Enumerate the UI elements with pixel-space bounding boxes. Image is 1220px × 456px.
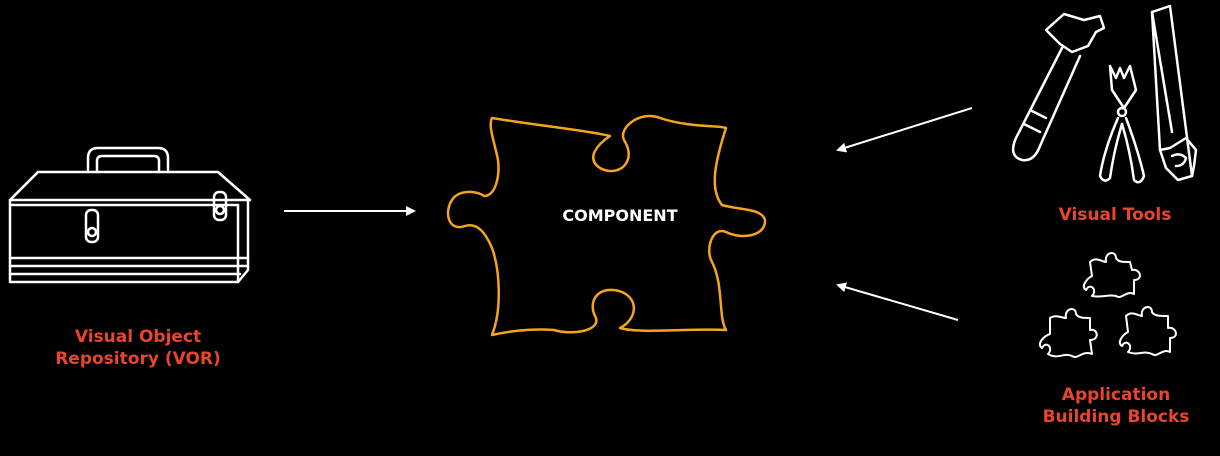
arrow-visual-tools-to-component [836,107,973,153]
visual-tools-label: Visual Tools [1058,205,1172,225]
building-blocks-label-line-2: Building Blocks [1042,407,1190,427]
vor-label-line-1: Visual Object [74,327,202,347]
component-puzzle-piece [446,114,767,337]
puzzle-pieces-icon [1038,252,1177,358]
hand-tools-icon [1011,4,1198,184]
toolbox-icon [8,146,252,284]
vor-label-line-2: Repository (VOR) [55,349,221,369]
building-blocks-label-line-1: Application [1061,385,1171,405]
arrow-building-blocks-to-component [836,282,959,321]
building-blocks-label: Application Building Blocks [1026,384,1206,428]
component-label: COMPONENT [562,206,678,225]
vor-label: Visual Object Repository (VOR) [48,326,228,370]
